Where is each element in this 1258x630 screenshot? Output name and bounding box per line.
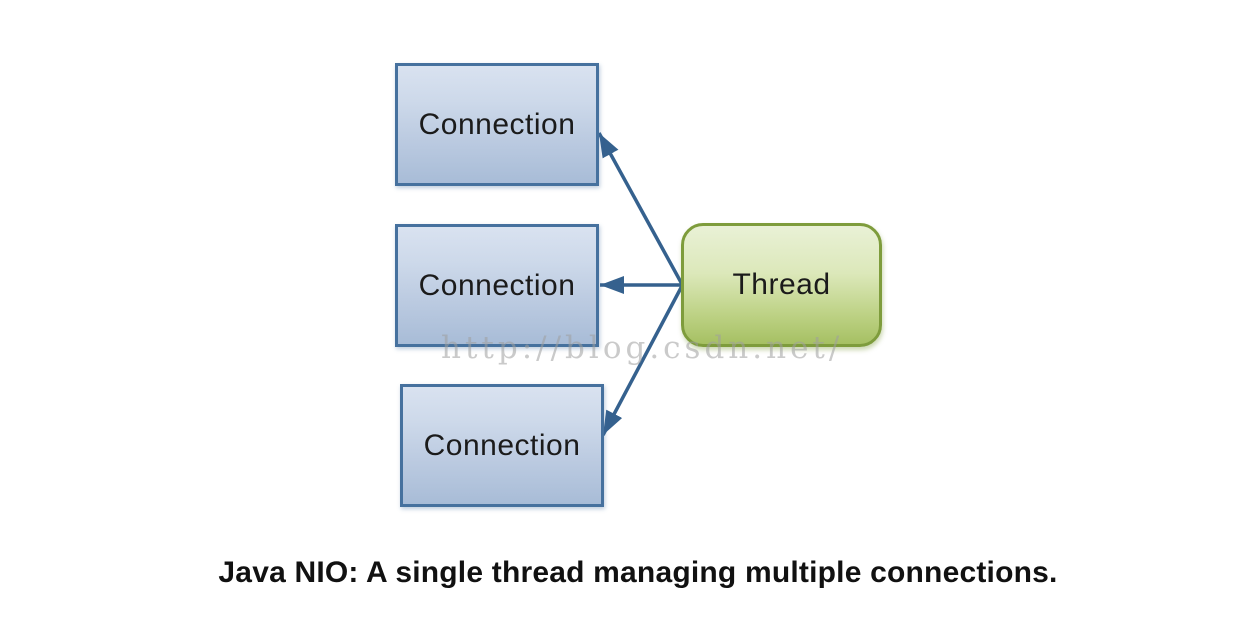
- thread-node-label: Thread: [732, 268, 831, 301]
- connection-node-middle: Connection: [395, 224, 599, 347]
- thread-node: Thread: [681, 223, 882, 347]
- connection-node-bottom-label: Connection: [423, 428, 581, 462]
- connection-node-top: Connection: [395, 63, 599, 186]
- watermark-text: http://blog.csdn.net/: [441, 330, 844, 366]
- caption-text: Java NIO: A single thread managing multi…: [218, 556, 1058, 589]
- connection-node-top-label: Connection: [418, 107, 576, 141]
- connection-node-middle-label: Connection: [418, 268, 576, 302]
- arrow-to-connection-top: [597, 132, 685, 287]
- connection-node-bottom: Connection: [400, 384, 604, 507]
